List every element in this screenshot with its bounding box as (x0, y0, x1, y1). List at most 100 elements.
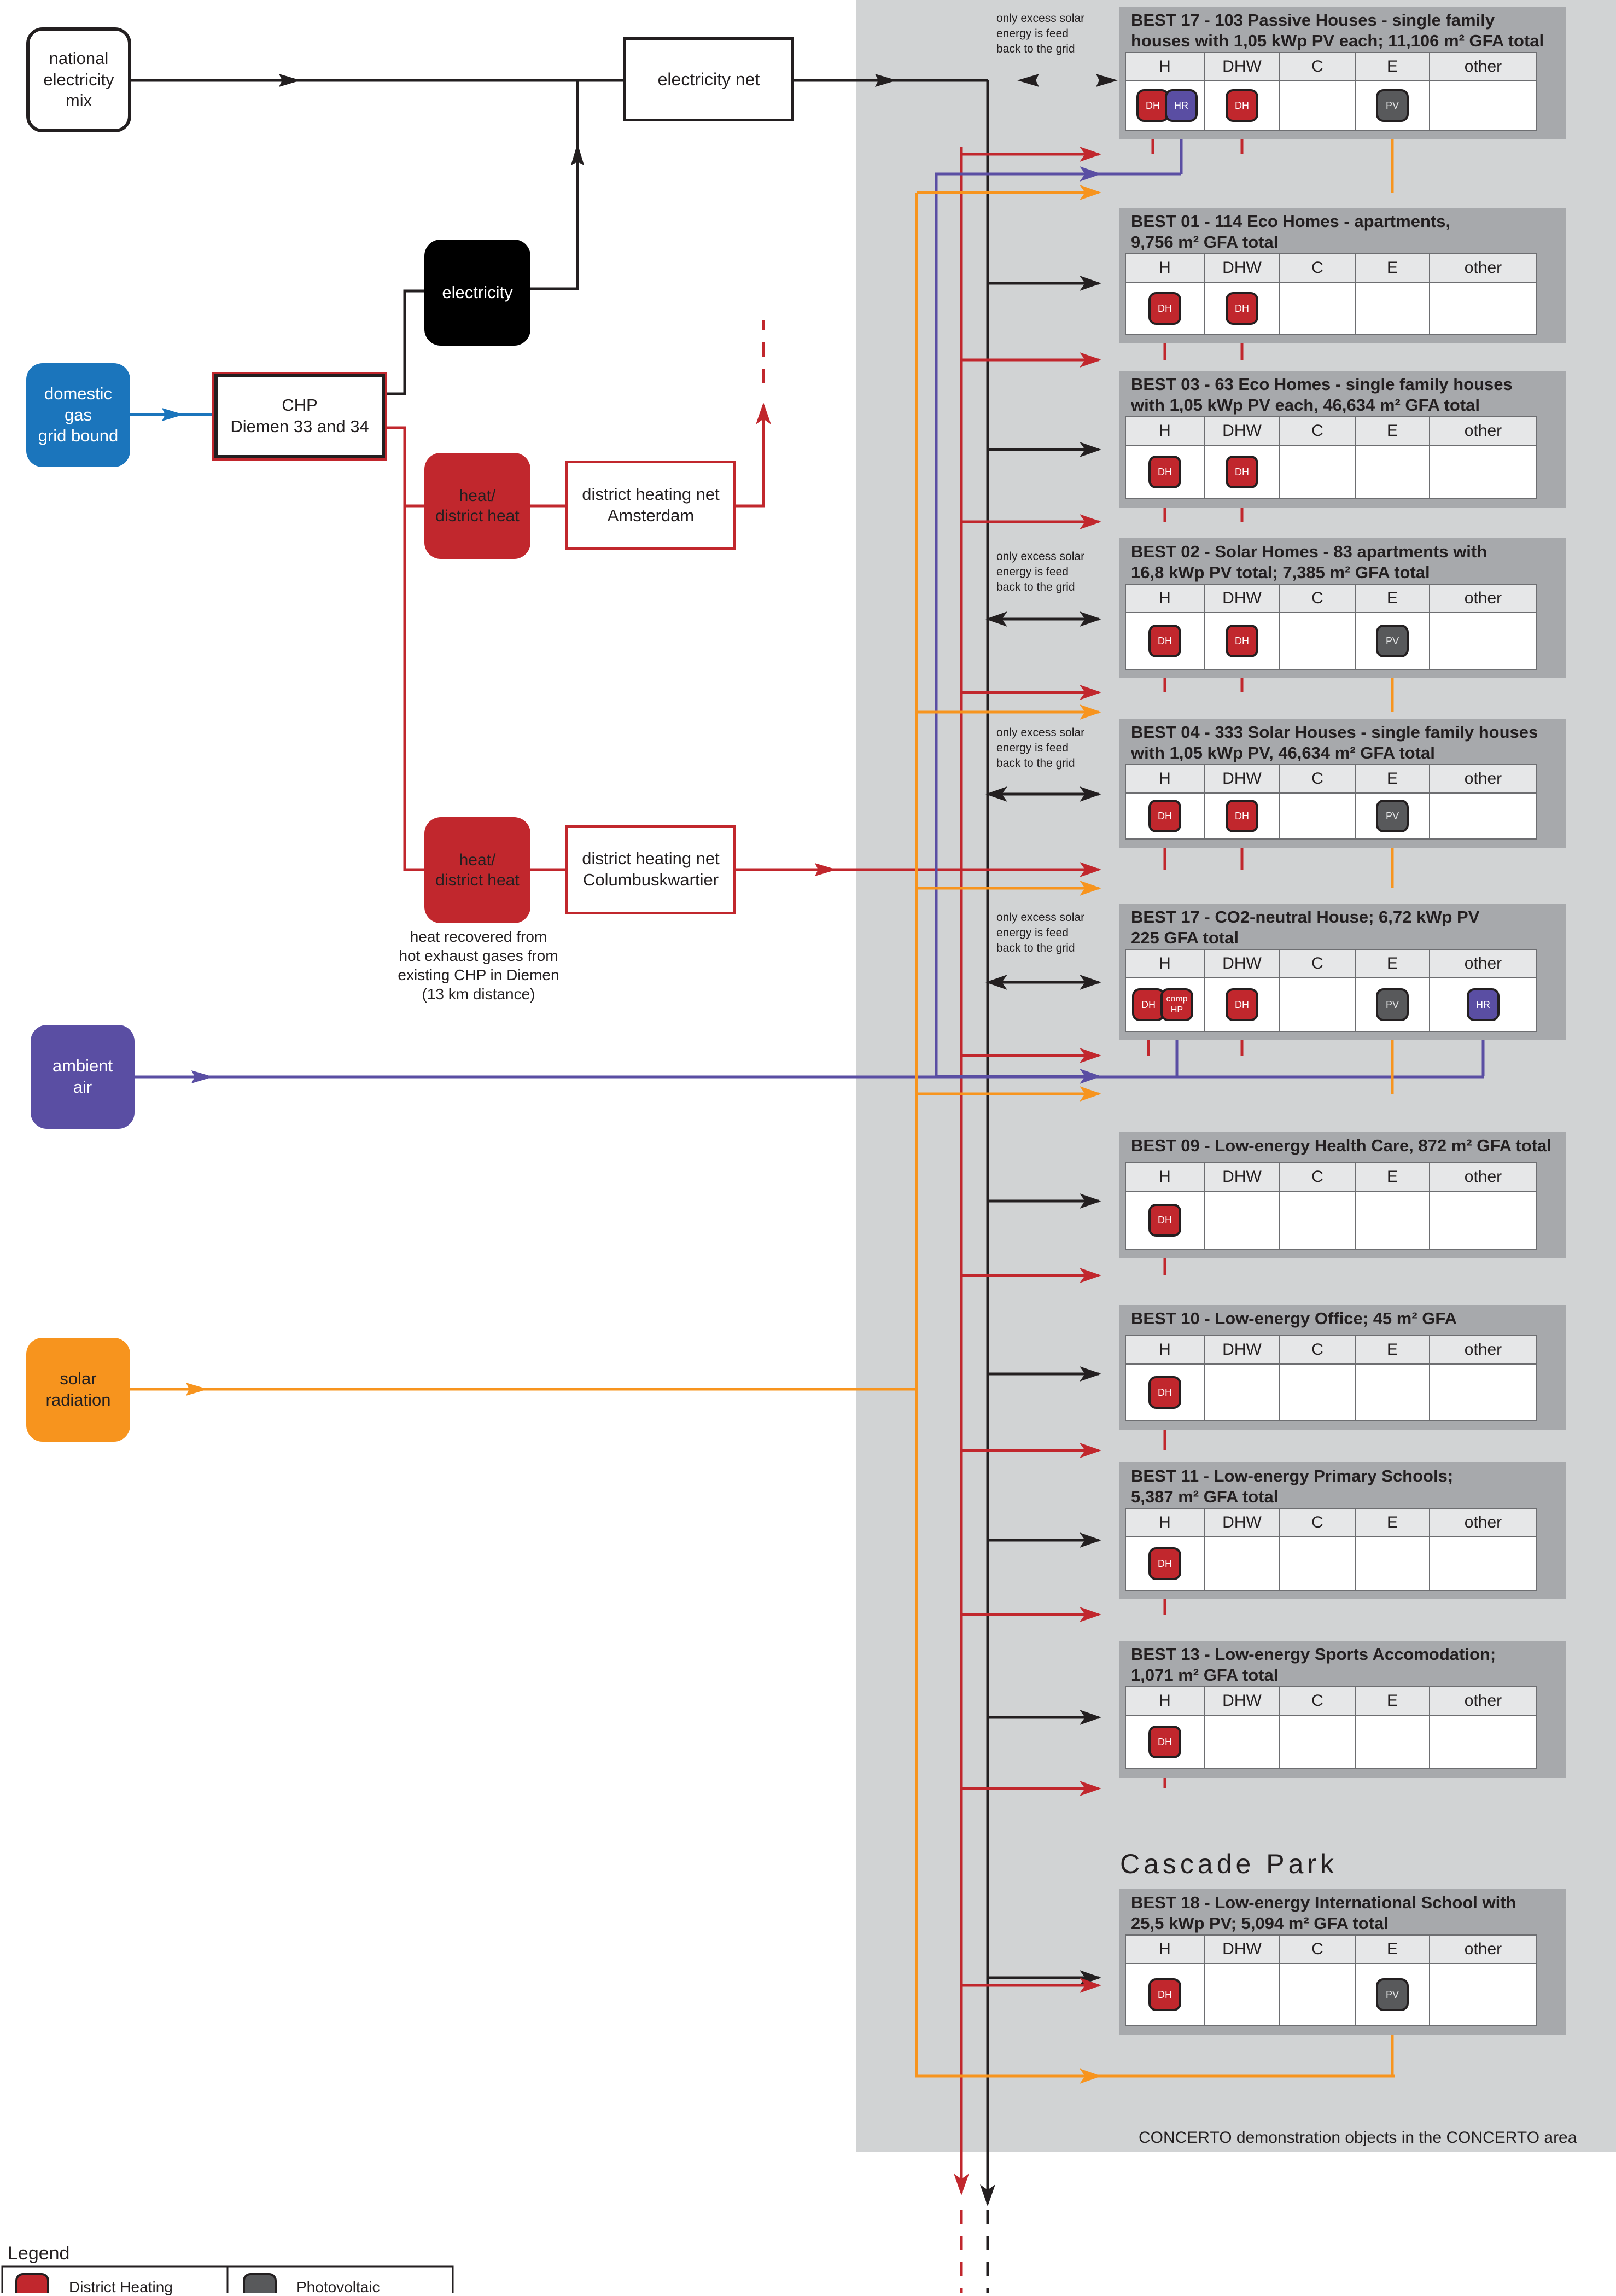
table-header-other: other (1464, 57, 1502, 76)
flow-arrow (875, 74, 897, 87)
dh-net-amsterdam-node: district heating net Amsterdam (565, 461, 736, 550)
table-header-h: H (1159, 1692, 1171, 1710)
table-header-other: other (1464, 1692, 1502, 1710)
table-header-e: E (1386, 1168, 1398, 1186)
table-header-e: E (1386, 1513, 1398, 1532)
table-header-e: E (1386, 589, 1398, 608)
table-header-c: C (1311, 1168, 1323, 1186)
electricity-node: electricity (424, 240, 530, 346)
table-header-c: C (1311, 589, 1323, 608)
table-header-h: H (1159, 1513, 1171, 1532)
tech-chip-label: PV (1385, 100, 1399, 111)
building-title: with 1,05 kWp PV, 46,634 m² GFA total (1131, 743, 1435, 762)
table-header-row (1125, 1508, 1537, 1537)
tech-chip-label: DH (1158, 1989, 1172, 2000)
table-header-dhw: DHW (1222, 1692, 1262, 1710)
tech-chip-label: DH (1158, 1386, 1172, 1398)
table-header-dhw: DHW (1222, 422, 1262, 440)
dh-chip (1148, 1547, 1181, 1580)
building-title: with 1,05 kWp PV each, 46,634 m² GFA tot… (1131, 395, 1480, 415)
table-header-c: C (1311, 422, 1323, 440)
table-header-other: other (1464, 1940, 1502, 1959)
excess-solar-note: only excess solar energy is feed back to… (996, 12, 1085, 55)
flow-arrow (815, 863, 837, 876)
heat-recovery-note: heat recovered from hot exhaust gases fr… (398, 928, 559, 1003)
tech-chip-label: DH (1146, 100, 1160, 111)
table-body-row (1125, 1963, 1537, 2026)
heat-district-heat-node-2: heat/ district heat (424, 817, 530, 923)
table-header-other: other (1464, 1168, 1502, 1186)
tech-chip-label: HR (1174, 100, 1188, 111)
building-title: 1,071 m² GFA total (1131, 1665, 1279, 1685)
table-header-c: C (1311, 770, 1323, 788)
table-header-dhw: DHW (1222, 1341, 1262, 1359)
table-header-h: H (1159, 1940, 1171, 1959)
tech-chip-label: DH (1235, 999, 1249, 1010)
table-header-h: H (1159, 259, 1171, 277)
flow-arrow (279, 74, 301, 87)
building-title: houses with 1,05 kWp PV each; 11,106 m² … (1131, 31, 1544, 50)
dh-chip (1148, 1204, 1181, 1237)
legend-label: Photovoltaic (296, 2278, 380, 2295)
tech-chip-label: DH (1235, 466, 1249, 477)
tech-chip-label: DH (1235, 635, 1249, 646)
table-header-c: C (1311, 1341, 1323, 1359)
table-header-c: C (1311, 1513, 1323, 1532)
table-header-c: C (1311, 259, 1323, 277)
ambient-air-node: ambient air (31, 1025, 135, 1129)
table-header-h: H (1159, 1168, 1171, 1186)
domestic-gas-node: domestic gas grid bound (26, 363, 130, 467)
electricity-net-node: electricity net (623, 37, 794, 121)
excess-solar-note: only excess solar energy is feed back to… (996, 726, 1085, 770)
building-title: BEST 17 - 103 Passive Houses - single fa… (1131, 10, 1495, 30)
table-body-row (1125, 612, 1537, 670)
table-header-dhw: DHW (1222, 1168, 1262, 1186)
table-header-row (1125, 253, 1537, 283)
table-header-c: C (1311, 1940, 1323, 1959)
table-header-e: E (1386, 1341, 1398, 1359)
building-title: 225 GFA total (1131, 928, 1239, 947)
table-body-row (1125, 1191, 1537, 1250)
pv-legend-chip (243, 2273, 277, 2293)
flow-arrow (186, 1383, 208, 1396)
hr-chip (1165, 89, 1198, 122)
tech-chip-label: comp HP (1166, 994, 1188, 1015)
table-header-other: other (1464, 259, 1502, 277)
heat-district-heat-node-1: heat/ district heat (424, 453, 530, 559)
tech-chip-label: DH (1158, 1558, 1172, 1569)
comp-hp-chip (1160, 988, 1193, 1021)
tech-chip-label: DH (1235, 100, 1249, 111)
table-header-e: E (1386, 259, 1398, 277)
legend-label: District Heating (69, 2278, 173, 2295)
pv-chip (1376, 988, 1409, 1021)
table-header-row (1125, 416, 1537, 446)
building-title: BEST 13 - Low-energy Sports Accomodation… (1131, 1645, 1496, 1664)
chp-to-heat-line (385, 426, 424, 871)
table-header-dhw: DHW (1222, 954, 1262, 973)
table-header-h: H (1159, 589, 1171, 608)
table-header-c: C (1311, 954, 1323, 973)
electricity-to-net-line (530, 80, 579, 290)
table-header-h: H (1159, 954, 1171, 973)
tech-chip-label: DH (1235, 302, 1249, 314)
tech-chip-label: DH (1158, 810, 1172, 821)
tech-chip-label: DH (1141, 999, 1156, 1010)
amsterdam-up-line (736, 403, 771, 508)
table-header-row (1125, 1686, 1537, 1716)
building-title: BEST 17 - CO2-neutral House; 6,72 kWp PV (1131, 907, 1480, 926)
excess-solar-note: only excess solar energy is feed back to… (996, 550, 1085, 593)
table-header-other: other (1464, 422, 1502, 440)
table-header-row (1125, 1162, 1537, 1192)
tech-chip-label: DH (1235, 810, 1249, 821)
table-header-e: E (1386, 1940, 1398, 1959)
cascade-park-label: Cascade Park (1120, 1849, 1338, 1879)
table-header-e: E (1386, 422, 1398, 440)
table-header-other: other (1464, 954, 1502, 973)
tech-chip-label: DH (1158, 466, 1172, 477)
building-title: BEST 04 - 333 Solar Houses - single fami… (1131, 722, 1538, 742)
dh-chip (1148, 800, 1181, 832)
table-body-row (1125, 1715, 1537, 1769)
dh-chip (1226, 625, 1258, 657)
hr-chip (1467, 988, 1500, 1021)
dh-chip (1148, 1978, 1181, 2011)
